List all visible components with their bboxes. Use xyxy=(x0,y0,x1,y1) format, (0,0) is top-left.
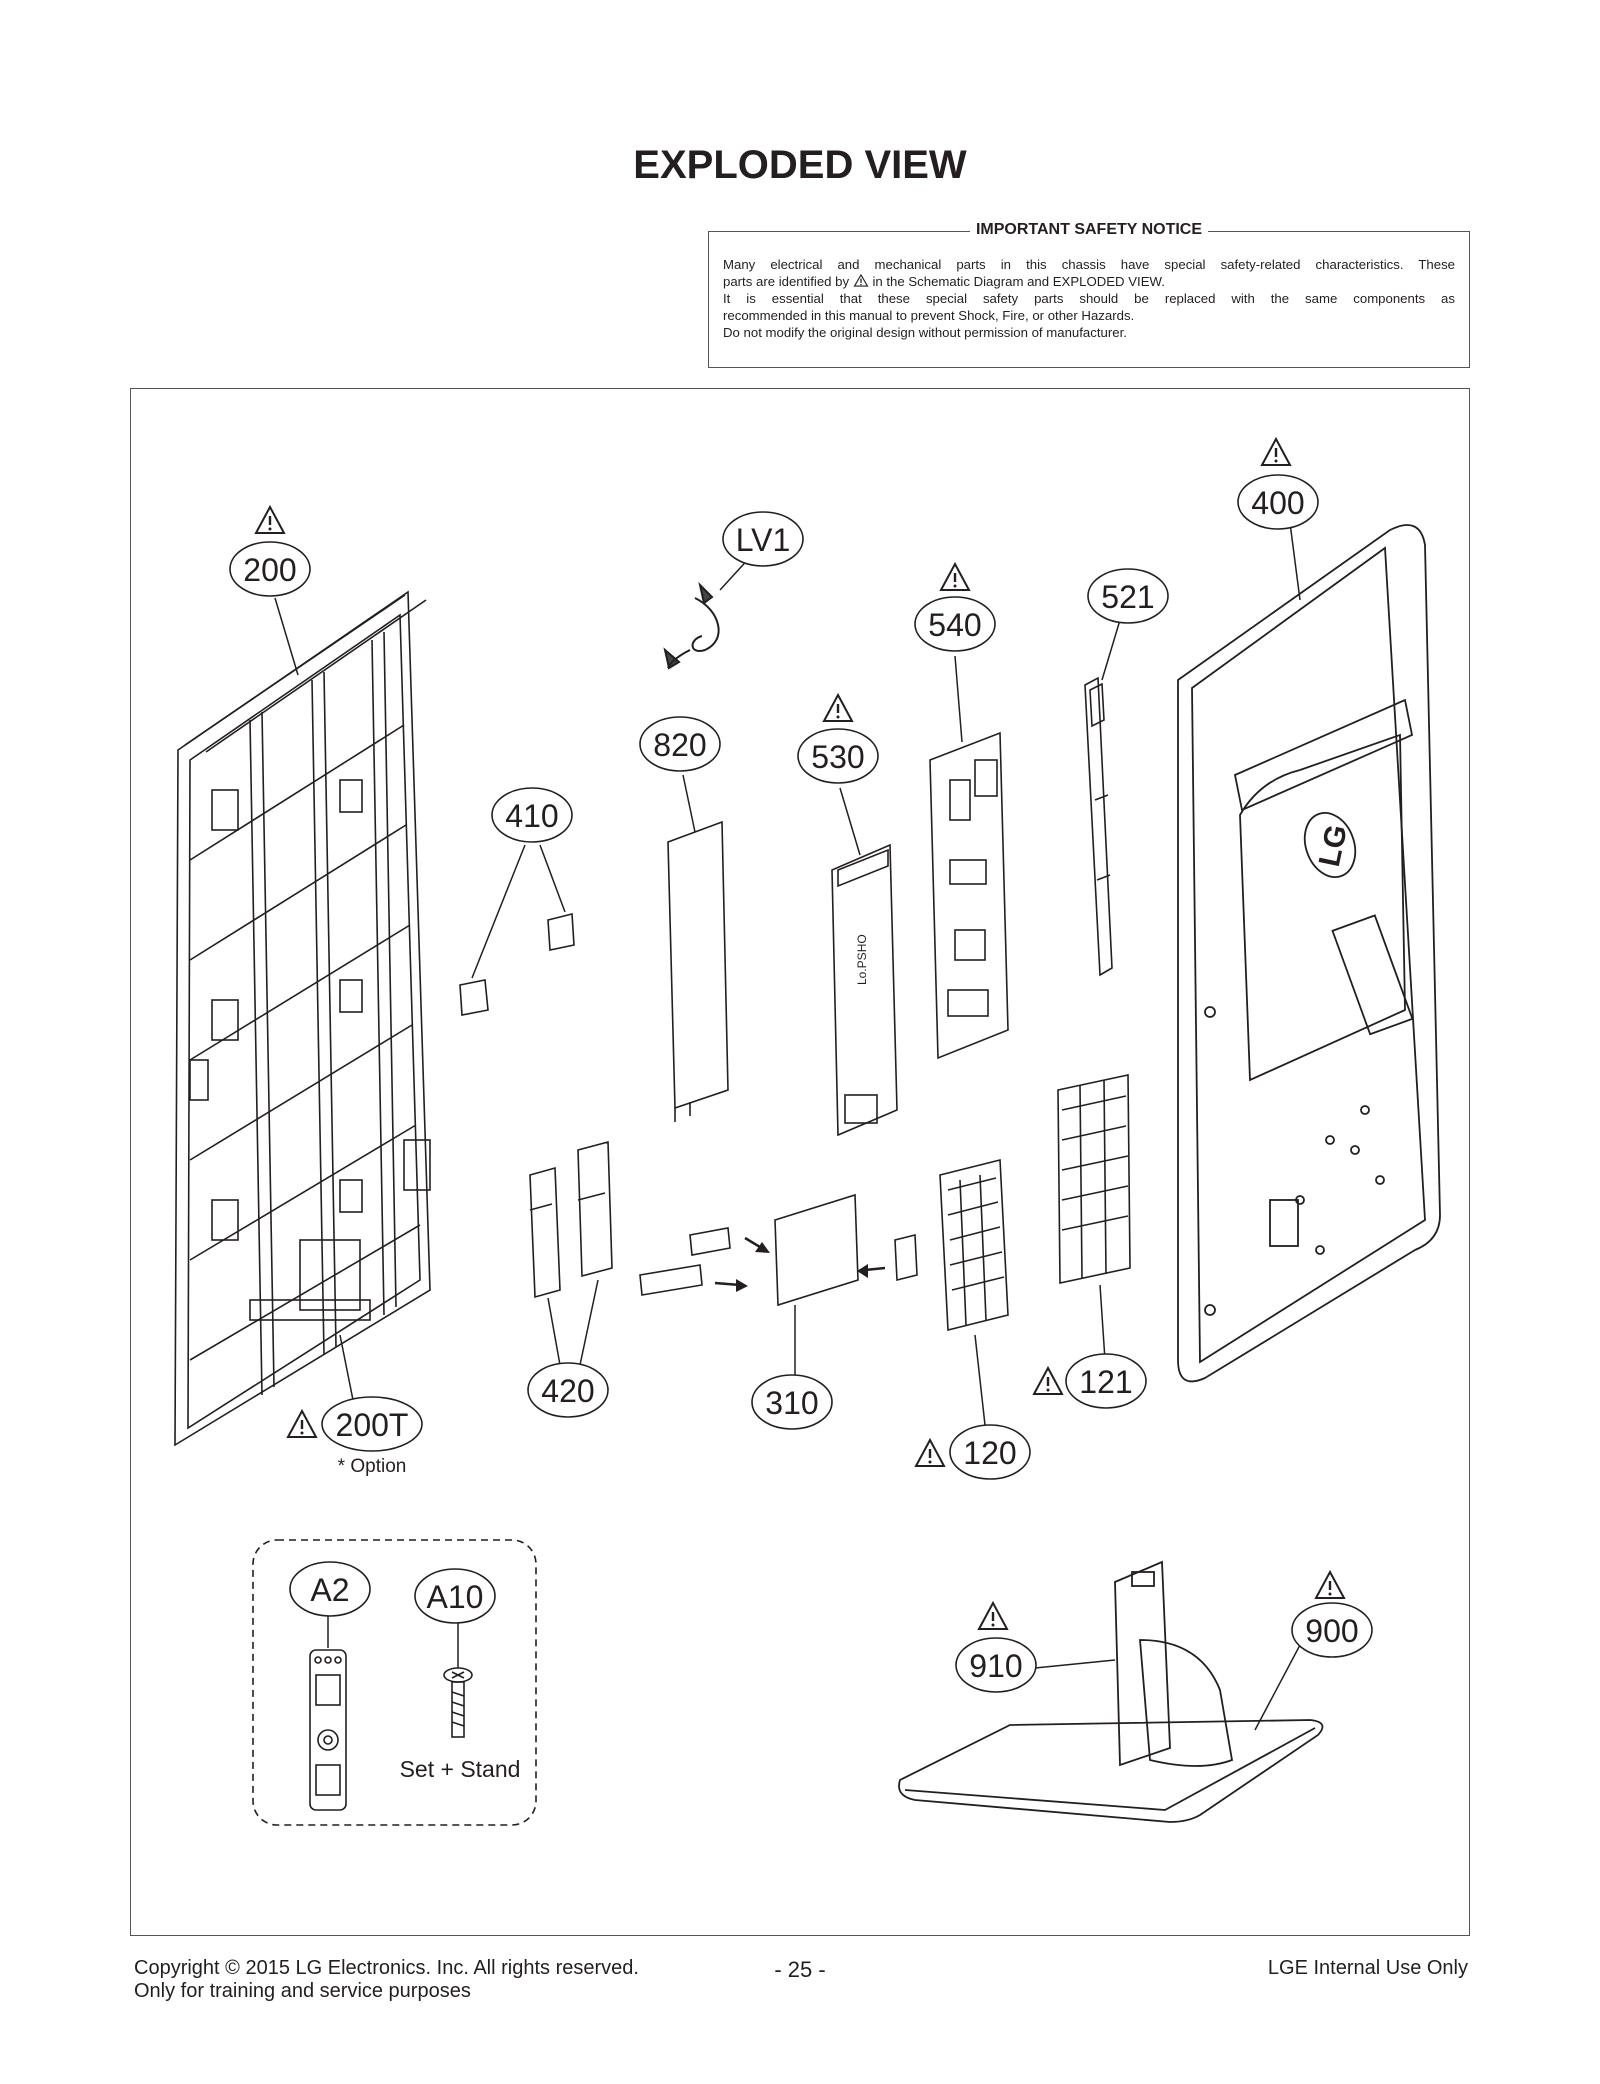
callout-310: 310 xyxy=(751,1374,833,1430)
cover-120-part xyxy=(939,1158,1009,1332)
warning-triangle-icon xyxy=(254,505,286,535)
callout-120: 120 xyxy=(914,1424,1031,1480)
callout-a2: A2 xyxy=(289,1561,371,1617)
warning-triangle-icon xyxy=(1314,1570,1346,1600)
stand-base-900-part xyxy=(898,1719,1324,1823)
callout-label: A10 xyxy=(427,1579,484,1615)
callout-910: 910 xyxy=(955,1601,1037,1693)
callout-410: 410 xyxy=(491,787,573,843)
warning-triangle-icon xyxy=(822,693,854,723)
cover-121-part xyxy=(1057,1074,1131,1284)
screw-part xyxy=(443,1667,473,1738)
assembly-arrow xyxy=(714,1236,886,1292)
footer-training-note: Only for training and service purposes xyxy=(134,1980,471,2002)
accessory-note: Set + Stand xyxy=(400,1756,521,1782)
callout-label: 820 xyxy=(653,727,706,763)
back-cover-400-part xyxy=(1177,524,1441,1383)
callout-label: 530 xyxy=(811,739,864,775)
callout-label: 420 xyxy=(541,1373,594,1409)
callout-label: 200T xyxy=(336,1407,409,1443)
remote-control-part xyxy=(309,1649,347,1811)
lg-logo-text: LG xyxy=(1313,822,1354,870)
warning-triangle-icon xyxy=(939,562,971,592)
power-board-530-part: Lo.PSHO xyxy=(831,843,898,1137)
callout-900: 900 xyxy=(1291,1570,1373,1658)
warning-triangle-icon xyxy=(1260,437,1292,467)
bracket-420-part xyxy=(529,1140,613,1299)
sheet-820-part xyxy=(667,820,729,1122)
terminal-310-part xyxy=(639,1193,918,1307)
page-number: - 25 - xyxy=(774,1957,826,1982)
page-title: EXPLODED VIEW xyxy=(633,143,967,187)
callout-label: 910 xyxy=(969,1648,1022,1684)
callout-label: 540 xyxy=(928,607,981,643)
safety-notice-text: in the Schematic Diagram and EXPLODED VI… xyxy=(872,274,1165,289)
callout-200: 200 xyxy=(229,505,311,597)
callout-label: 200 xyxy=(243,552,296,588)
safety-notice-title: IMPORTANT SAFETY NOTICE xyxy=(969,221,1209,238)
safety-notice-line: recommended in this manual to prevent Sh… xyxy=(723,308,1135,323)
callout-540: 540 xyxy=(914,562,996,652)
callout-a10: A10 xyxy=(414,1568,496,1624)
main-board-540-part xyxy=(929,731,1009,1060)
lv1-cable-part xyxy=(663,581,720,670)
warning-triangle-icon xyxy=(914,1438,946,1468)
callout-label: 410 xyxy=(505,798,558,834)
svg-text:Lo.PSHO: Lo.PSHO xyxy=(855,934,869,985)
option-note: * Option xyxy=(338,1456,407,1477)
callout-521: 521 xyxy=(1087,568,1169,624)
callout-121: 121 xyxy=(1032,1353,1147,1409)
warning-triangle-icon xyxy=(286,1409,318,1439)
footer-copyright-block: Copyright © 2015 LG Electronics. Inc. Al… xyxy=(134,1957,639,2003)
callout-200t: 200T xyxy=(286,1396,423,1452)
callout-420: 420 xyxy=(527,1362,609,1418)
accessories-box xyxy=(252,1539,537,1826)
warning-triangle-icon xyxy=(977,1601,1009,1631)
callout-label: 900 xyxy=(1305,1613,1358,1649)
callout-label: 120 xyxy=(963,1435,1016,1471)
footer-internal-use: LGE Internal Use Only xyxy=(1267,1957,1468,1979)
safety-notice-line: It is essential that these special safet… xyxy=(723,291,1455,306)
callout-label: A2 xyxy=(310,1572,349,1608)
diagram-frame xyxy=(130,388,1470,1936)
callout-lv1: LV1 xyxy=(722,511,804,567)
callout-400: 400 xyxy=(1237,437,1319,530)
callout-label: 310 xyxy=(765,1385,818,1421)
safety-notice-line: Many electrical and mechanical parts in … xyxy=(723,257,1455,272)
clip-410-part xyxy=(459,912,575,1016)
safety-notice-line: Do not modify the original design withou… xyxy=(723,325,1127,340)
callout-label: 121 xyxy=(1079,1364,1132,1400)
lcd-module-part xyxy=(174,590,431,1447)
callout-label: LV1 xyxy=(736,522,791,558)
safety-notice-body: Many electrical and mechanical parts in … xyxy=(723,256,1455,341)
warning-triangle-icon xyxy=(1032,1366,1064,1396)
footer-copyright: Copyright © 2015 LG Electronics. Inc. Al… xyxy=(134,1957,639,1979)
bracket-521-part xyxy=(1084,676,1113,977)
callout-530: 530 xyxy=(797,693,879,784)
callout-820: 820 xyxy=(639,716,721,772)
callout-label: 400 xyxy=(1251,485,1304,521)
callout-label: 521 xyxy=(1101,579,1154,615)
warning-triangle-icon xyxy=(853,274,869,287)
safety-notice-line: parts are identified by in the Schematic… xyxy=(723,273,1455,290)
safety-notice-text: parts are identified by xyxy=(723,274,850,289)
stand-neck-910-part xyxy=(1114,1560,1234,1767)
safety-notice-box: IMPORTANT SAFETY NOTICE Many electrical … xyxy=(708,221,1470,368)
